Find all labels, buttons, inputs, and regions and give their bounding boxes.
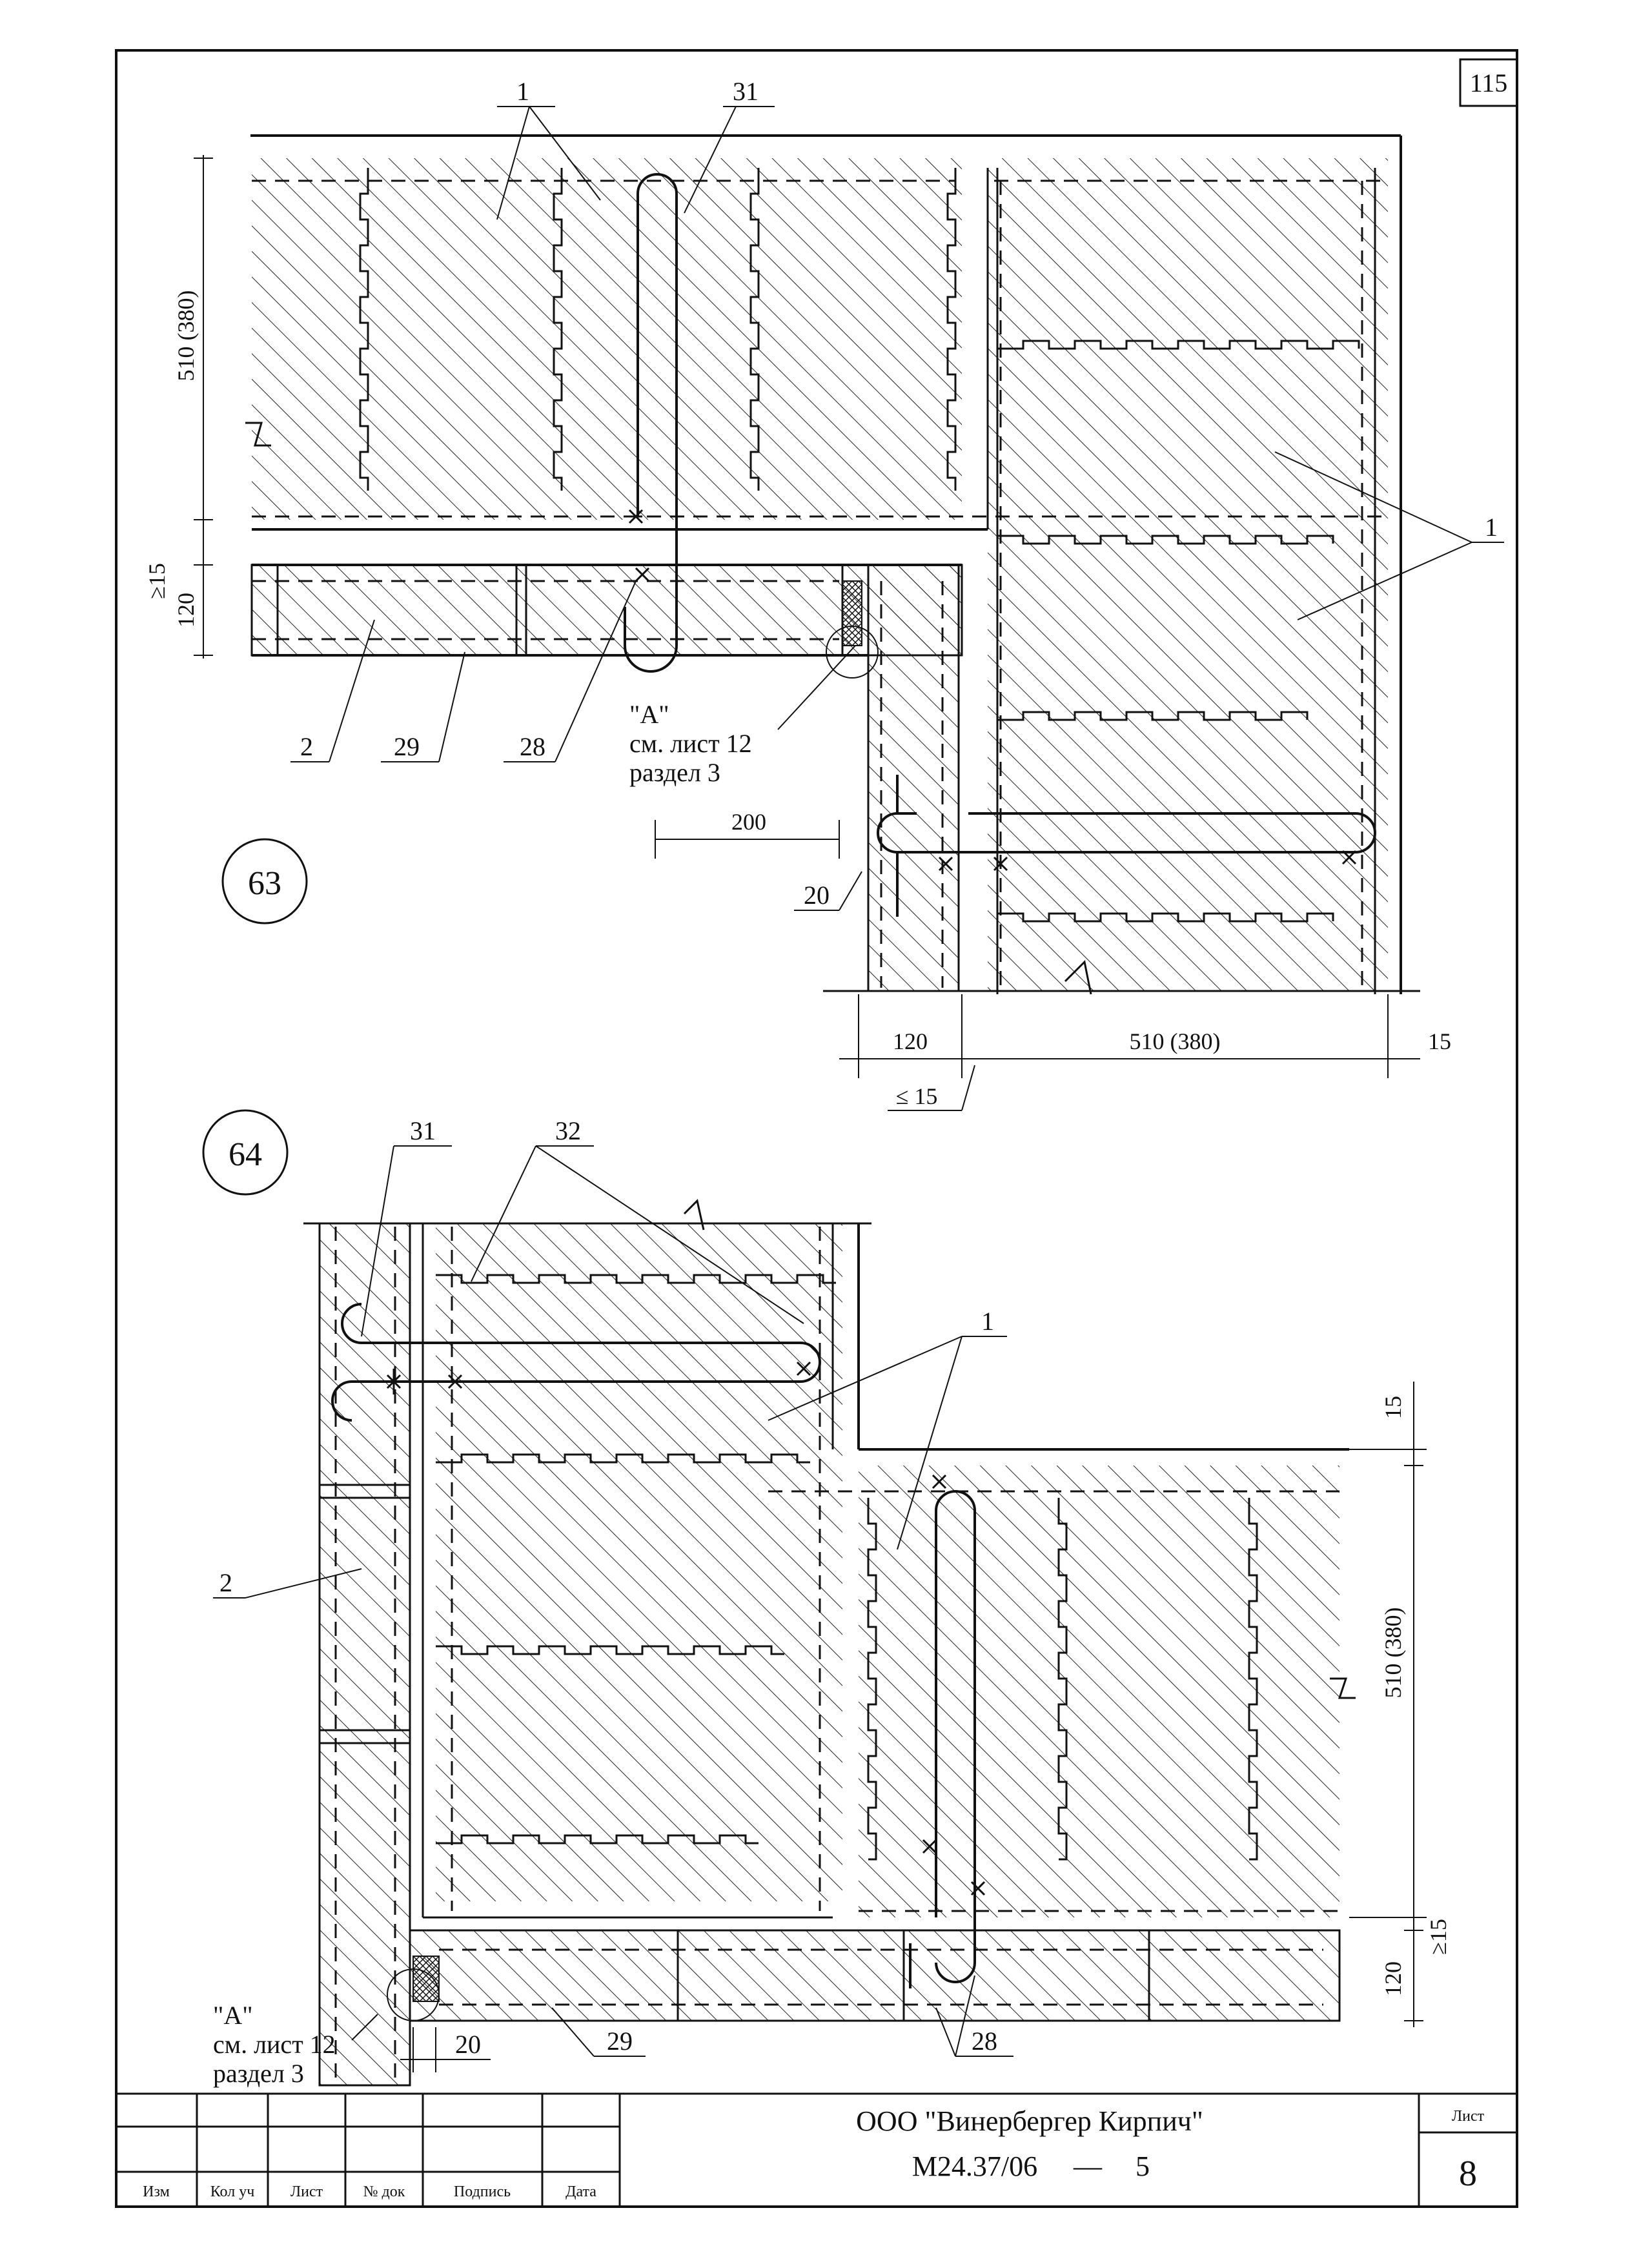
tb-organization: ООО "Винербергер Кирпич" (856, 2105, 1203, 2137)
tie-anchors (628, 509, 1357, 872)
dim-ge15-63: ≥15 (144, 563, 170, 599)
detail-circle-64 (202, 1109, 289, 1196)
label-32-64: 32 (555, 1116, 581, 1145)
dim-15-right-63: 15 (1428, 1028, 1451, 1054)
detail-63: 510 (380) ≥15 120 200 120 510 (380) 15 ≤… (144, 77, 1504, 1111)
dim-wall-height-63: 510 (380) (173, 291, 199, 382)
sheet-number-box (1459, 58, 1518, 107)
dim-120-right-64: 120 (1380, 1961, 1406, 1996)
tb-col-doc: № док (363, 2183, 405, 2200)
label-28-63: 28 (520, 732, 545, 761)
tb-col-izm: Изм (143, 2183, 170, 2200)
tb-col-signature: Подпись (454, 2183, 511, 2200)
dim-510-right-64: 510 (380) (1380, 1608, 1406, 1699)
detail-64: 64 (202, 1109, 1451, 2088)
callout-a-line1-64: см. лист 12 (213, 2030, 336, 2059)
label-20-63: 20 (804, 881, 830, 910)
dim-15-top-64: 15 (1380, 1396, 1406, 1419)
label-20-64: 20 (455, 2030, 481, 2059)
tb-document-code: М24.37/06 (912, 2151, 1037, 2182)
callout-a-line2-63: раздел 3 (629, 758, 720, 787)
facing-brick-row (250, 564, 963, 992)
tb-sheet-label: Лист (1452, 2108, 1485, 2125)
dim-120-left-63: 120 (173, 593, 199, 628)
title-block: Изм Кол уч Лист № док Подпись Дата ООО "… (116, 2092, 1517, 2207)
label-1-64: 1 (981, 1307, 994, 1336)
detail-circle-63 (221, 838, 308, 925)
tb-sheet-number: 8 (1459, 2154, 1477, 2194)
dim-120-bottom-63: 120 (893, 1028, 928, 1054)
label-31-64: 31 (410, 1116, 436, 1145)
label-1-right-63: 1 (1485, 513, 1498, 542)
callout-a-mark-64: "A" (213, 2001, 253, 2030)
label-29-64: 29 (607, 2027, 633, 2056)
tb-part: 5 (1136, 2151, 1150, 2182)
dimensions-64 (400, 1382, 1427, 2072)
dim-510-bottom-63: 510 (380) (1130, 1028, 1221, 1054)
callout-a-line2-64: раздел 3 (213, 2059, 304, 2088)
tie-anchors-64 (386, 1361, 986, 1896)
callout-a-mark-63: "A" (629, 700, 669, 729)
callout-a-line1-63: см. лист 12 (629, 729, 752, 758)
dim-200-63: 200 (731, 809, 766, 835)
detail-number-63: 63 (248, 865, 281, 902)
tb-col-kol-uch: Кол уч (210, 2183, 255, 2200)
dim-ge15-64: ≥15 (1425, 1919, 1451, 1955)
wall-ties (624, 173, 1376, 917)
tb-col-list: Лист (290, 2183, 323, 2200)
sheet-number-top: 115 (1470, 68, 1508, 97)
tb-dash: — (1073, 2151, 1103, 2182)
detail-number-64: 64 (229, 1136, 262, 1173)
wall-ties-64 (331, 1303, 976, 1988)
label-2-63: 2 (300, 732, 313, 761)
sheet-frame (115, 49, 1518, 2208)
dimensions-63 (194, 155, 1420, 1078)
tb-col-date: Дата (565, 2183, 596, 2200)
dim-le15-63: ≤ 15 (896, 1083, 938, 1109)
label-31-top-63: 31 (733, 77, 759, 106)
label-1-top-63: 1 (516, 77, 529, 106)
label-29-63: 29 (394, 732, 420, 761)
label-2-64: 2 (219, 1568, 232, 1597)
label-28-64: 28 (972, 2027, 997, 2056)
